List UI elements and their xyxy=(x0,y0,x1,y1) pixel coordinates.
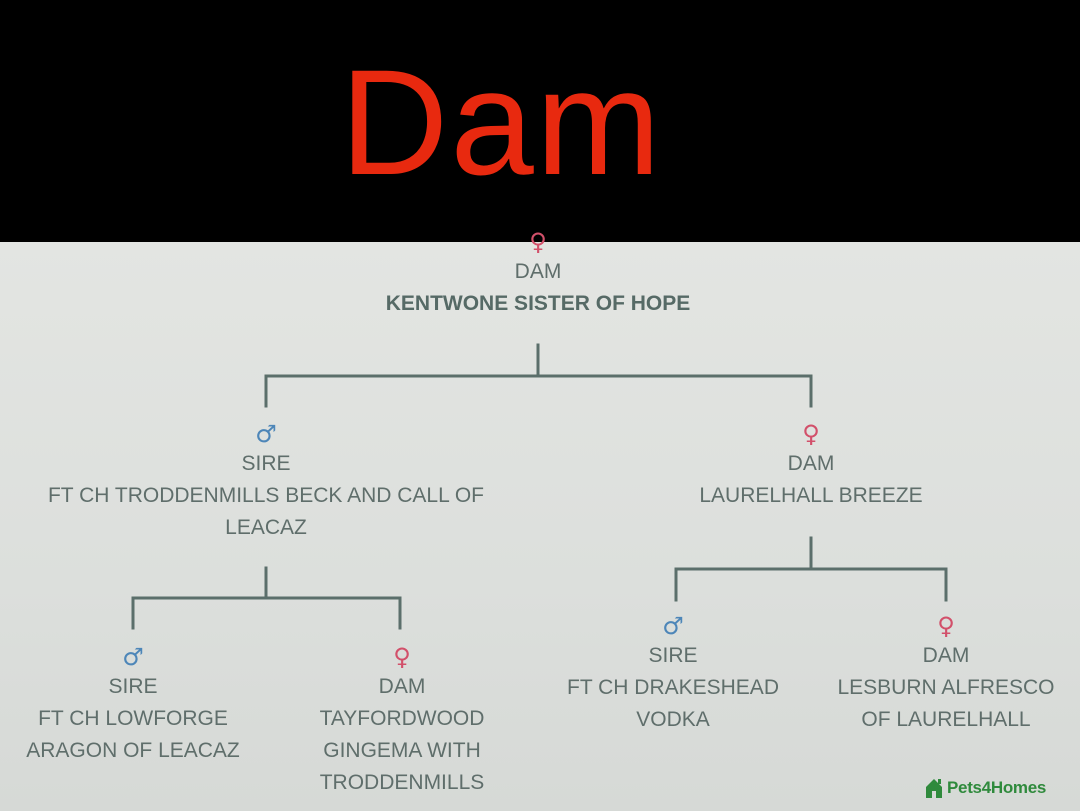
female-icon: ♀ xyxy=(393,643,411,671)
pedigree-node-dam-sire: ♂ SIRE FT CH DRAKESHEAD VODKA xyxy=(558,612,788,736)
node-role: DAM xyxy=(922,644,970,667)
pedigree-node-dam: ♀ DAM LAURELHALL BREEZE xyxy=(661,420,961,512)
node-name: LESBURN ALFRESCO OF LAURELHALL xyxy=(837,676,1055,731)
male-icon: ♂ xyxy=(662,612,684,640)
node-role: SIRE xyxy=(241,452,291,475)
female-icon: ♀ xyxy=(802,420,820,448)
pedigree-node-sire: ♂ SIRE FT CH TRODDENMILLS BECK AND CALL … xyxy=(31,420,501,544)
logo-text: Pets4Homes xyxy=(947,778,1047,797)
node-role: DAM xyxy=(787,452,835,475)
female-icon: ♀ xyxy=(529,228,547,256)
node-role: SIRE xyxy=(108,675,158,698)
node-name: FT CH DRAKESHEAD VODKA xyxy=(567,676,779,731)
pedigree-node-sire-sire: ♂ SIRE FT CH LOWFORGE ARAGON OF LEACAZ xyxy=(18,643,248,767)
node-name: FT CH TRODDENMILLS BECK AND CALL OF LEAC… xyxy=(47,484,485,539)
house-icon xyxy=(926,779,942,798)
pedigree-node-sire-dam: ♀ DAM TAYFORDWOOD GINGEMA WITH TRODDENMI… xyxy=(307,643,497,799)
node-role: DAM xyxy=(378,675,426,698)
pedigree-panel xyxy=(0,242,1080,811)
banner-title: Dam xyxy=(340,38,663,206)
node-name: LAURELHALL BREEZE xyxy=(699,484,923,507)
male-icon: ♂ xyxy=(255,420,277,448)
pets4homes-logo: Pets4Homes xyxy=(924,774,1046,802)
pedigree-node-dam-dam: ♀ DAM LESBURN ALFRESCO OF LAURELHALL xyxy=(831,612,1061,736)
pedigree-node-root: ♀ DAM KENTWONE SISTER OF HOPE xyxy=(386,228,691,320)
node-role: DAM xyxy=(514,260,562,283)
node-name: FT CH LOWFORGE ARAGON OF LEACAZ xyxy=(26,707,240,762)
node-name: TAYFORDWOOD GINGEMA WITH TRODDENMILLS xyxy=(319,707,485,794)
female-icon: ♀ xyxy=(937,612,955,640)
node-role: SIRE xyxy=(648,644,698,667)
male-icon: ♂ xyxy=(122,643,144,671)
node-name: KENTWONE SISTER OF HOPE xyxy=(385,292,691,315)
title-banner: Dam xyxy=(0,0,1080,242)
